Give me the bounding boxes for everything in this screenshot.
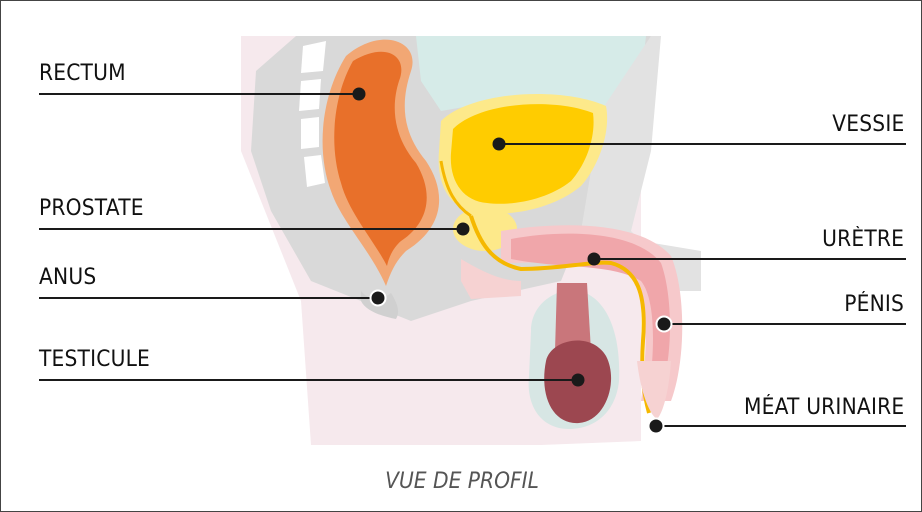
view-caption: VUE DE PROFIL: [38, 471, 886, 493]
dot-penis: [657, 317, 672, 332]
dot-anus: [371, 291, 386, 306]
dot-uretre: [588, 253, 601, 266]
label-vessie: VESSIE: [832, 114, 904, 136]
label-uretre: URÈTRE: [822, 229, 904, 251]
dot-testicule: [572, 374, 585, 387]
label-penis: PÉNIS: [844, 294, 904, 316]
label-anus: ANUS: [39, 267, 96, 289]
dot-rectum: [353, 88, 366, 101]
label-rectum: RECTUM: [39, 63, 126, 85]
label-meat-urinaire: MÉAT URINAIRE: [744, 397, 904, 419]
label-prostate: PROSTATE: [39, 198, 144, 220]
label-testicule: TESTICULE: [39, 349, 150, 371]
dot-prostate: [457, 223, 470, 236]
dot-meat: [649, 419, 664, 434]
dot-vessie: [493, 138, 506, 151]
glans-shape: [637, 361, 671, 419]
